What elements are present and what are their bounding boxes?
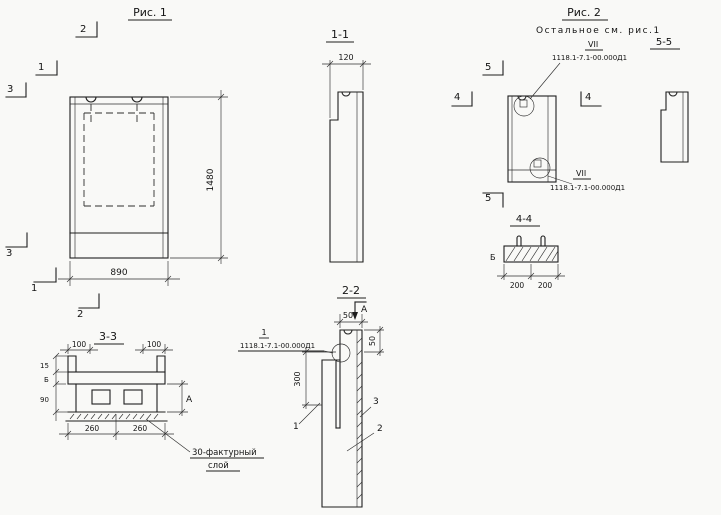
- figure-2-title: Рис. 2: [567, 6, 601, 19]
- section-5-5-title: 5-5: [656, 37, 672, 48]
- figure-1: Рис. 1 2 1 3 3 1 2: [5, 6, 228, 320]
- section-1-1-profile: [329, 91, 364, 263]
- section-1-1: 1-1 120: [322, 28, 371, 263]
- detail-label: VII: [588, 40, 598, 49]
- fig1-section-marker-2-top: 2: [75, 21, 98, 38]
- detail-circle: [331, 343, 351, 363]
- fig2-section-marker-5-top: 5: [482, 60, 504, 76]
- dim-width-label: 890: [110, 268, 127, 278]
- detail-label: VII: [576, 169, 586, 178]
- fig1-section-marker-3-left: 3: [5, 82, 27, 98]
- section-4-4-left-label: Б: [490, 253, 496, 262]
- section-2-2-dim-left: 300: [293, 348, 336, 409]
- detail-ref: 1118.1-7.1-00.000Д1: [552, 54, 627, 62]
- fig1-section-marker-3-bottom: 3: [5, 232, 28, 259]
- section-marker-label: 1: [31, 283, 37, 294]
- section-3-3-dims-bottom: 260 260: [59, 414, 174, 440]
- section-3-3: 3-3: [40, 330, 264, 472]
- dim-label: 100: [72, 340, 87, 349]
- dim-label: 200: [538, 281, 553, 290]
- dim-thickness-label: 120: [338, 53, 353, 62]
- fig2-section-marker-5-bottom: 5: [482, 192, 504, 208]
- callout-text-line1: 30-фактурный: [192, 448, 257, 458]
- void-right: [123, 389, 143, 405]
- section-3-3-title: 3-3: [99, 330, 117, 343]
- dim-label: 15: [40, 362, 49, 370]
- dim-label: 100: [147, 340, 162, 349]
- section-4-4-body: [503, 235, 559, 263]
- figure-2-note: Остальное см. рис.1: [536, 26, 661, 36]
- dim-label: 300: [293, 371, 302, 386]
- section-3-3-profile: [65, 355, 168, 422]
- part-label: 3: [373, 397, 379, 407]
- part-label: 1: [293, 422, 299, 432]
- section-5-5: 5-5: [650, 37, 689, 163]
- fig1-panel-front-view: [69, 96, 169, 259]
- section-marker-label: 5: [485, 193, 491, 204]
- section-2-2-callout: 1 1118.1-7.1-00.000Д1: [238, 328, 334, 354]
- section-marker-label: 3: [6, 248, 12, 259]
- fig1-dim-width: 890: [58, 261, 180, 286]
- section-2-2-view-arrow: А: [352, 301, 368, 320]
- section-2-2-dim-top: 50: [334, 311, 368, 328]
- detail-circle-bottom: [529, 157, 551, 179]
- dim-label: 50: [368, 336, 377, 346]
- dim-label: 50: [343, 311, 353, 320]
- fig2-panel-view: [507, 95, 557, 183]
- section-marker-label: 2: [77, 309, 83, 320]
- callout-number: 1: [261, 328, 266, 337]
- section-marker-label: 3: [7, 84, 13, 95]
- section-3-3-callout: 30-фактурный слой: [145, 418, 264, 472]
- dim-label: 260: [133, 424, 148, 433]
- fig1-section-marker-1-left: 1: [35, 60, 58, 76]
- section-marker-label: 5: [485, 62, 491, 73]
- section-5-5-profile: [660, 91, 689, 163]
- section-2-2-title: 2-2: [342, 284, 360, 297]
- callout-ref: 1118.1-7.1-00.000Д1: [240, 342, 315, 350]
- fig2-section-marker-4-right: 4: [580, 91, 602, 107]
- section-marker-label: 4: [454, 92, 460, 103]
- view-marker-label: А: [361, 305, 368, 315]
- section-3-3-dim-right: А: [167, 380, 193, 416]
- fig1-dim-height: 1480: [170, 90, 228, 264]
- part-label: 2: [377, 424, 383, 434]
- dim-label: 90: [40, 396, 49, 404]
- dim-height-label: 1480: [206, 168, 216, 191]
- section-marker-label: 2: [80, 24, 86, 35]
- section-marker-label: 1: [38, 62, 44, 73]
- section-1-1-title: 1-1: [331, 28, 349, 41]
- detail-ref: 1118.1-7.1-00.000Д1: [550, 184, 625, 192]
- section-marker-label: 4: [585, 92, 591, 103]
- dim-label: Б: [44, 376, 49, 384]
- fig2-section-marker-4-left: 4: [451, 91, 473, 107]
- section-2-2-dim-right: 50: [364, 326, 384, 356]
- dim-label: 200: [510, 281, 525, 290]
- section-3-3-dims-top: 100 100: [60, 340, 173, 354]
- section-1-1-dim-thickness: 120: [322, 53, 371, 118]
- section-3-3-dims-left: 15 Б 90: [40, 352, 68, 421]
- fig2-detail-callout-top: VII 1118.1-7.1-00.000Д1: [529, 40, 627, 100]
- dim-label: А: [186, 395, 193, 405]
- fig1-section-marker-1-bottom: 1: [31, 267, 57, 294]
- section-4-4-title: 4-4: [516, 214, 532, 225]
- section-4-4: 4-4 Б 200 200: [490, 214, 565, 290]
- callout-text-line2: слой: [208, 461, 229, 471]
- fig1-section-marker-2-bottom: 2: [77, 293, 100, 320]
- section-2-2: 2-2 А: [238, 284, 384, 508]
- fig2-detail-callout-bottom: VII 1118.1-7.1-00.000Д1: [547, 169, 625, 192]
- figure-1-title: Рис. 1: [133, 6, 167, 19]
- detail-circle-top: [513, 95, 535, 117]
- void-left: [91, 389, 111, 405]
- section-4-4-dims: 200 200: [497, 264, 565, 290]
- figure-2: Рис. 2 Остальное см. рис.1 VII 1118.1-7.…: [451, 6, 661, 208]
- section-2-2-part-labels: 1 3 2: [293, 397, 383, 452]
- dim-label: 260: [85, 424, 100, 433]
- section-2-2-profile: [321, 329, 363, 508]
